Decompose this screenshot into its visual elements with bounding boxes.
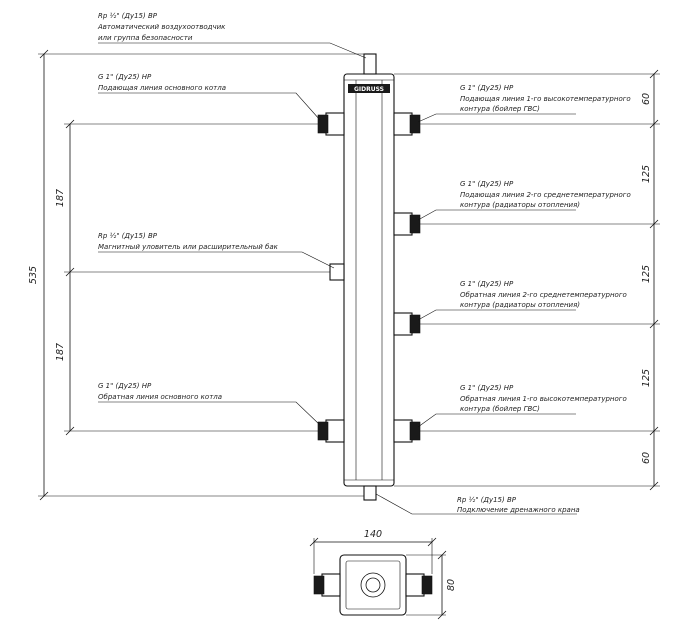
svg-text:G 1" (Ду25) НР: G 1" (Ду25) НР (98, 382, 152, 390)
svg-text:или группа безопасности: или группа безопасности (98, 34, 193, 42)
callout-circuit2-supply: G 1" (Ду25) НР Подающая линия 2-го средн… (460, 180, 631, 209)
dim-right-2: 125 (641, 265, 652, 283)
callout-boiler-return: G 1" (Ду25) НР Обратная линия основного … (98, 382, 222, 401)
svg-text:Rp ½" (Ду15) ВР: Rp ½" (Ду15) ВР (98, 12, 158, 20)
air-vent-nozzle (363, 53, 377, 75)
callout-circuit1-return: G 1" (Ду25) НР Обратная линия 1-го высок… (460, 384, 627, 413)
svg-text:контура (бойлер ГВС): контура (бойлер ГВС) (460, 405, 540, 413)
extension-lines (38, 53, 660, 497)
dim-right-1: 125 (641, 165, 652, 183)
svg-text:GIDRUSS: GIDRUSS (354, 86, 384, 93)
svg-text:G 1" (Ду25) НР: G 1" (Ду25) НР (460, 384, 514, 392)
callout-boiler-supply: G 1" (Ду25) НР Подающая линия основного … (98, 73, 226, 92)
right-thread-4 (393, 419, 421, 443)
svg-text:Rp ½" (Ду15) ВР: Rp ½" (Ду15) ВР (98, 232, 158, 240)
right-thread-2 (393, 212, 421, 236)
dim-width: 140 (364, 529, 382, 540)
callout-circuit1-supply: G 1" (Ду25) НР Подающая линия 1-го высок… (460, 84, 631, 113)
dim-total-height: 535 (28, 266, 39, 284)
svg-text:Rp ½" (Ду15) ВР: Rp ½" (Ду15) ВР (457, 496, 517, 504)
svg-text:контура (бойлер ГВС): контура (бойлер ГВС) (460, 105, 540, 113)
dim-left-lower: 187 (55, 343, 66, 361)
left-thread-top (317, 112, 345, 136)
svg-text:Подающая линия 2-го среднетемп: Подающая линия 2-го среднетемпературного (460, 191, 631, 199)
svg-text:Обратная линия 2-го среднетемп: Обратная линия 2-го среднетемпературного (460, 291, 627, 299)
svg-text:G 1" (Ду25) НР: G 1" (Ду25) НР (460, 84, 514, 92)
separator-body (343, 73, 395, 487)
leader-lines (98, 42, 577, 515)
plan-view (313, 554, 433, 616)
svg-text:Подключение дренажного крана: Подключение дренажного крана (457, 506, 580, 514)
svg-text:контура (радиаторы отопления): контура (радиаторы отопления) (460, 301, 580, 309)
dim-right-3: 125 (641, 369, 652, 387)
callout-circuit2-return: G 1" (Ду25) НР Обратная линия 2-го средн… (460, 280, 627, 309)
callout-air-vent: Rp ½" (Ду15) ВР Автоматический воздухоот… (97, 12, 226, 42)
left-thread-bottom (317, 419, 345, 443)
dim-right-bottom: 60 (641, 452, 652, 464)
dim-depth: 80 (446, 579, 457, 591)
drain-nozzle (363, 485, 377, 501)
svg-text:G 1" (Ду25) НР: G 1" (Ду25) НР (460, 280, 514, 288)
callout-magnetic: Rp ½" (Ду15) ВР Магнитный уловитель или … (98, 232, 279, 251)
right-thread-1 (393, 112, 421, 136)
svg-text:Подающая линия 1-го высокотемп: Подающая линия 1-го высокотемпературного (460, 95, 631, 103)
svg-text:G 1" (Ду25) НР: G 1" (Ду25) НР (98, 73, 152, 81)
dim-left-upper: 187 (55, 189, 66, 207)
brand-logo: GIDRUSS (348, 84, 390, 93)
svg-text:контура (радиаторы отопления): контура (радиаторы отопления) (460, 201, 580, 209)
dimension-lines (39, 49, 659, 501)
svg-text:Подающая линия основного котла: Подающая линия основного котла (98, 84, 226, 92)
magnetic-nozzle (329, 263, 345, 281)
svg-text:Магнитный уловитель или расшир: Магнитный уловитель или расширительный б… (98, 243, 279, 251)
plan-dimensions (309, 537, 447, 620)
right-thread-3 (393, 312, 421, 336)
svg-text:Обратная линия 1-го высокотемп: Обратная линия 1-го высокотемпературного (460, 395, 627, 403)
svg-text:Автоматический воздухоотводчик: Автоматический воздухоотводчик (97, 23, 226, 31)
callout-drain: Rp ½" (Ду15) ВР Подключение дренажного к… (457, 496, 580, 514)
dim-right-top: 60 (641, 93, 652, 105)
svg-text:G 1" (Ду25) НР: G 1" (Ду25) НР (460, 180, 514, 188)
svg-text:Обратная линия основного котла: Обратная линия основного котла (98, 393, 222, 401)
